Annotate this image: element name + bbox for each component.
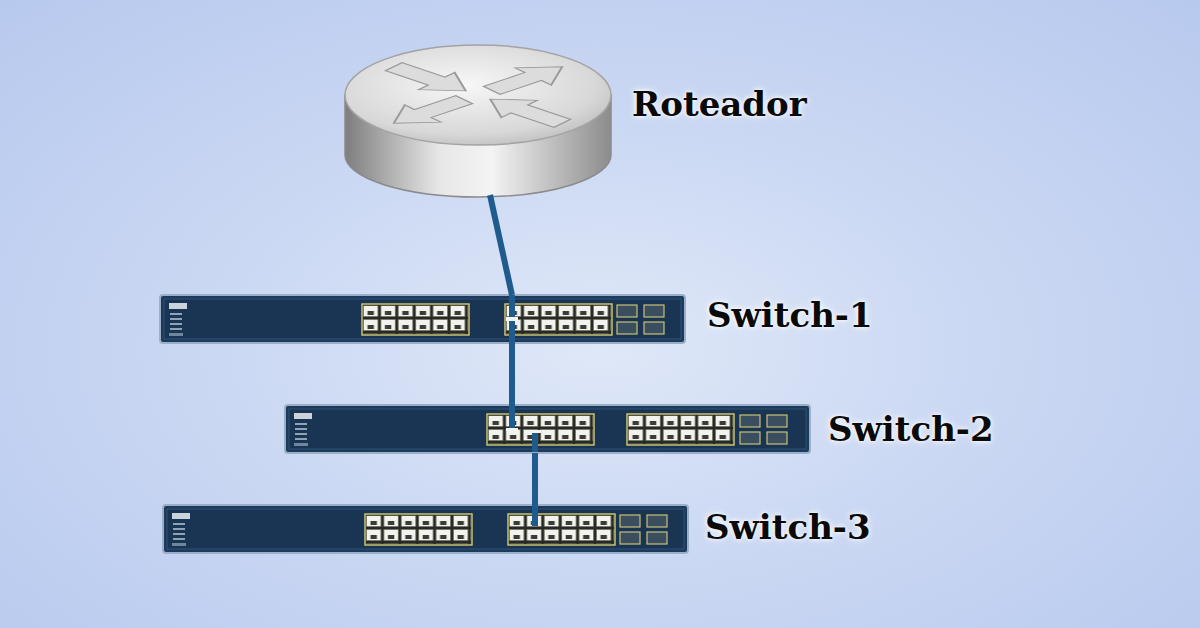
switch-node: Switch-3: [163, 505, 877, 553]
router-node: Roteador: [340, 40, 813, 195]
switch-icon: [160, 295, 685, 343]
switch-node: Switch-1: [160, 295, 879, 343]
device-label: Switch-3: [705, 509, 871, 546]
switch-icon: [163, 505, 688, 553]
device-label: Switch-2: [828, 411, 994, 448]
switch-node: Switch-2: [285, 405, 1000, 453]
network-cable: [490, 195, 512, 295]
switch-icon: [285, 405, 810, 453]
plug-highlight: [506, 317, 541, 433]
device-label: Roteador: [632, 86, 807, 123]
network-cable: [509, 343, 515, 405]
device-label: Switch-1: [707, 297, 873, 334]
network-cable: [532, 453, 538, 505]
router-icon: [345, 45, 611, 197]
cable-stub: [512, 295, 535, 526]
